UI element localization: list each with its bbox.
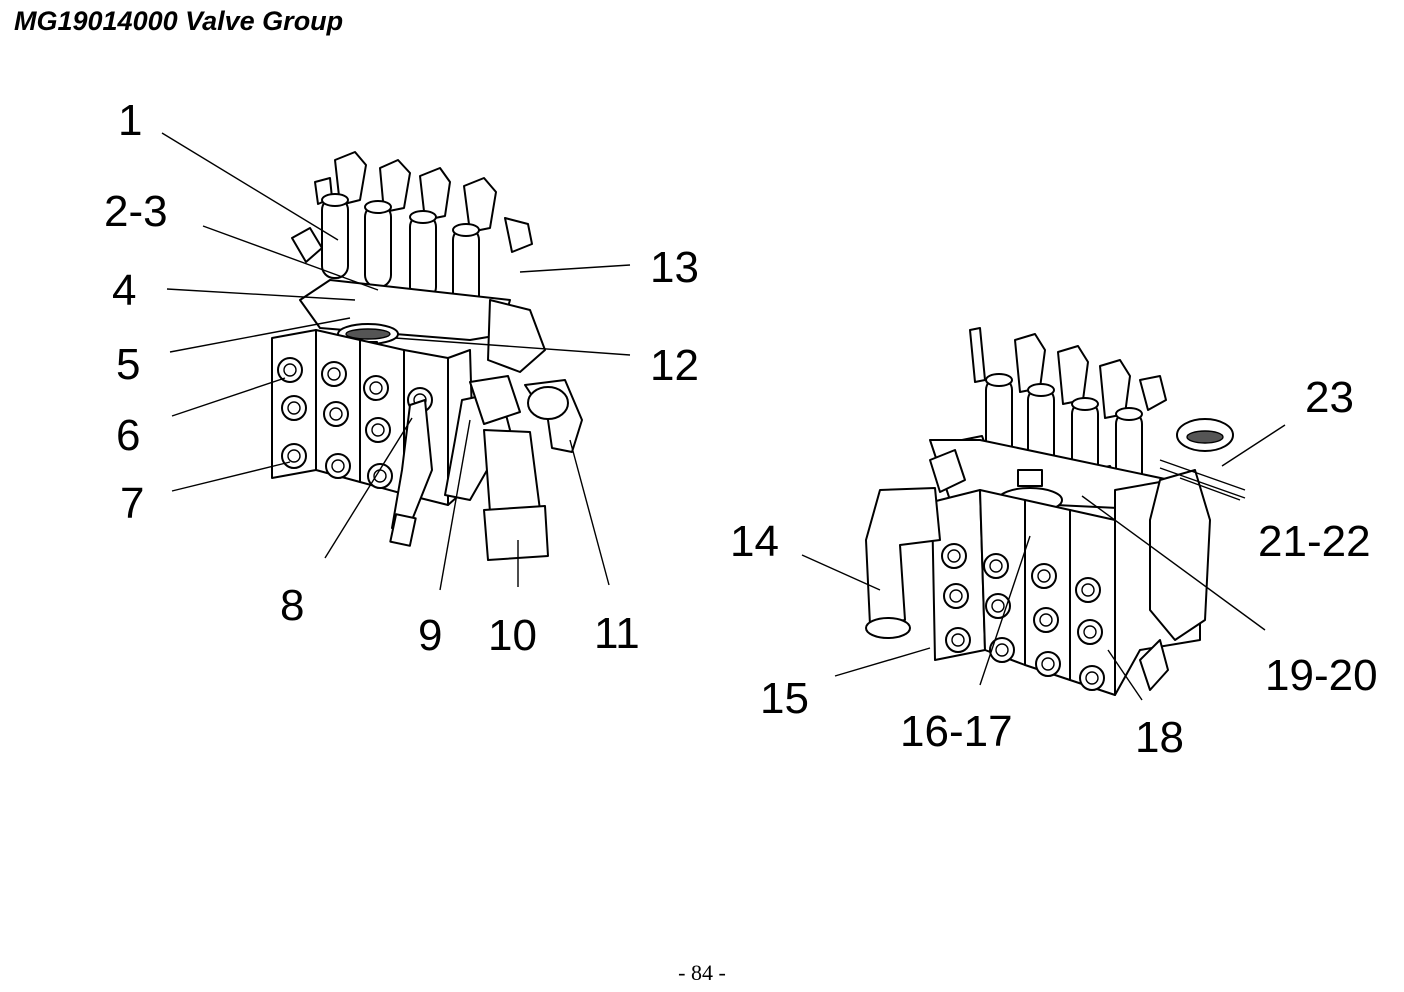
callout-1: 1 xyxy=(118,96,142,145)
callout-5: 5 xyxy=(116,340,140,389)
callout-6: 6 xyxy=(116,411,140,460)
callout-7: 7 xyxy=(120,479,144,528)
right-lever-brackets xyxy=(969,327,1234,452)
callout-18: 18 xyxy=(1135,713,1184,762)
callout-4: 4 xyxy=(112,266,136,315)
page-number: - 84 - xyxy=(678,960,726,985)
callout-16-17: 16-17 xyxy=(900,707,1013,756)
callout-21-22: 21-22 xyxy=(1258,517,1371,566)
leader-lines-left xyxy=(161,132,631,591)
leader-lines-right xyxy=(801,424,1286,701)
page-title: MG19014000 Valve Group xyxy=(14,6,344,36)
callout-2-3: 2-3 xyxy=(104,187,168,236)
callout-23: 23 xyxy=(1305,373,1354,422)
side-cylinder xyxy=(487,299,546,373)
callout-14: 14 xyxy=(730,517,779,566)
callout-8: 8 xyxy=(280,581,304,630)
callout-labels: 1 2-3 4 5 6 7 8 9 10 11 12 13 14 15 16-1… xyxy=(104,96,1378,762)
callout-12: 12 xyxy=(650,341,699,390)
left-valve-assembly-drawing xyxy=(161,132,631,591)
callout-13: 13 xyxy=(650,243,699,292)
callout-11: 11 xyxy=(594,609,640,658)
rods xyxy=(1159,459,1246,499)
callout-9: 9 xyxy=(418,611,442,660)
hose-fittings xyxy=(389,375,583,561)
callout-10: 10 xyxy=(488,611,537,660)
elbow-fitting xyxy=(865,449,966,639)
callout-19-20: 19-20 xyxy=(1265,651,1378,700)
right-small-tab xyxy=(1139,639,1169,691)
callout-15: 15 xyxy=(760,674,809,723)
right-valve-ports xyxy=(941,543,1105,691)
right-valve-assembly-drawing xyxy=(801,327,1286,701)
right-side-plate xyxy=(1149,469,1211,641)
